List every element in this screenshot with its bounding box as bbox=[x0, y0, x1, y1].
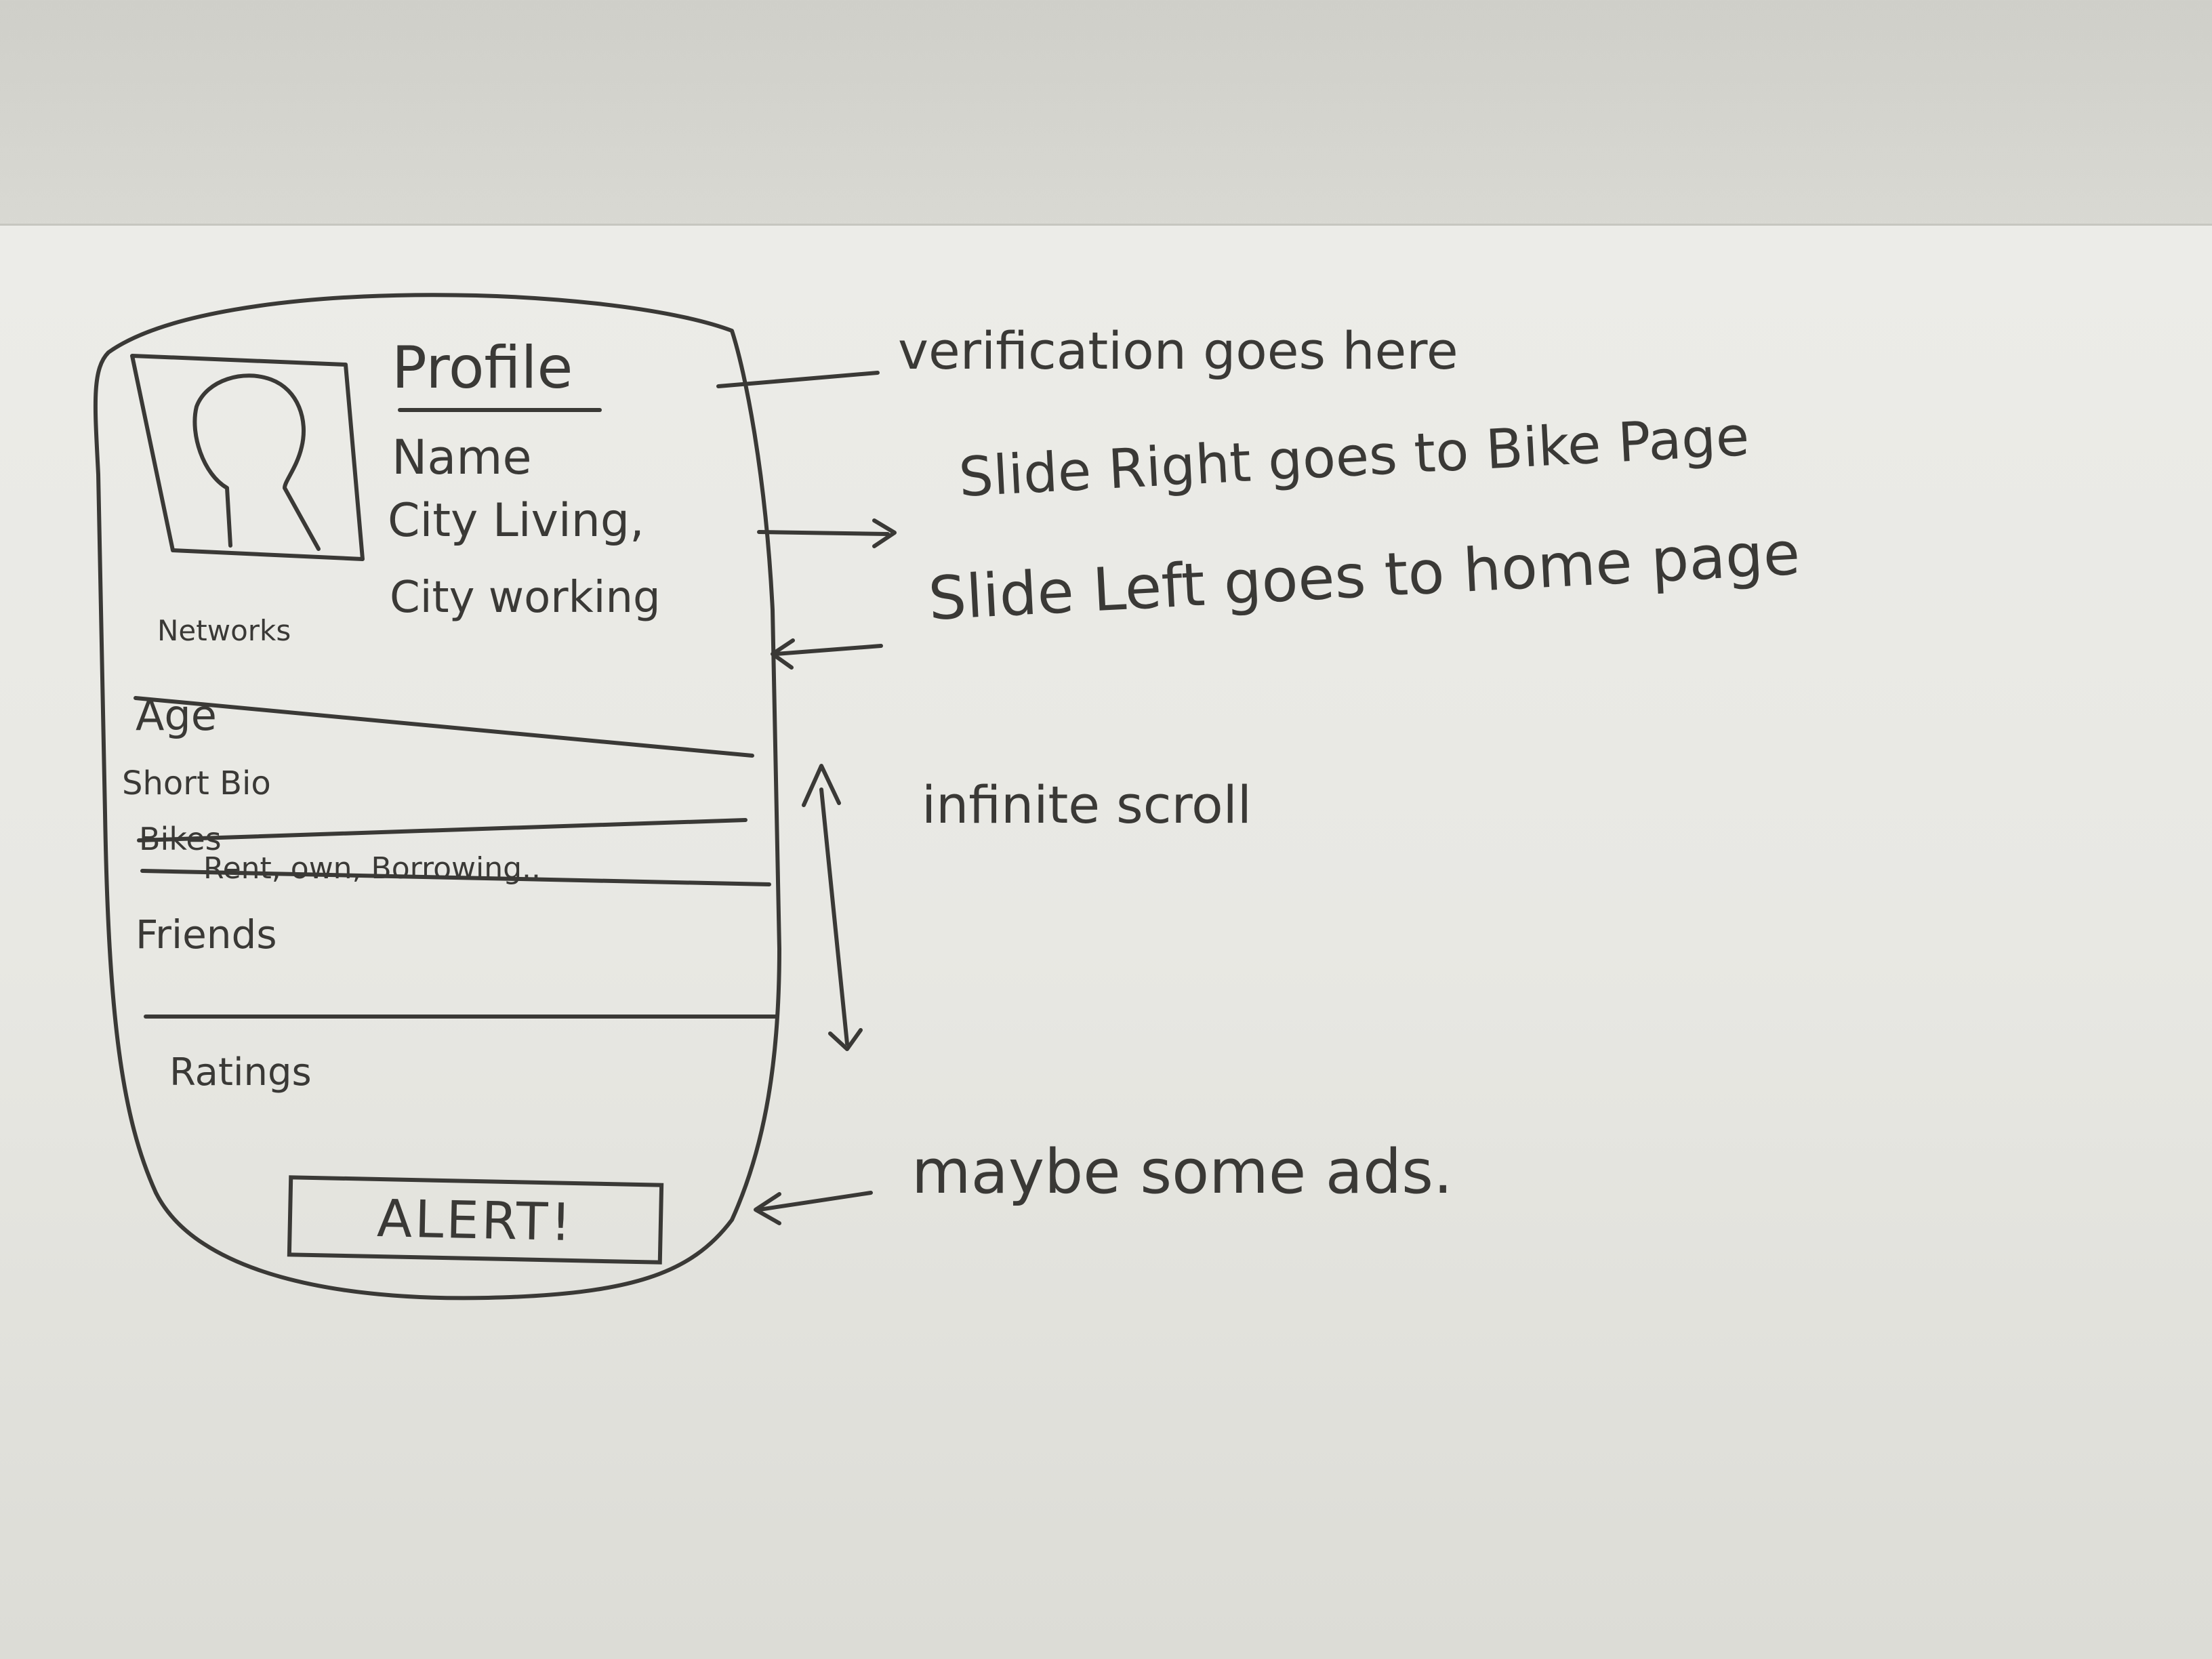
friends-label: Friends bbox=[136, 912, 277, 958]
bikes-detail: Rent, own, Borrowing.. bbox=[203, 851, 541, 886]
avatar-silhouette bbox=[192, 373, 321, 551]
avatar-frame bbox=[130, 354, 365, 561]
bikes-label: Bikes bbox=[139, 821, 222, 857]
age-label: Age bbox=[136, 691, 217, 740]
paper-sheet bbox=[0, 224, 2212, 1659]
profile-title: Profile bbox=[392, 334, 573, 402]
networks-label: Networks bbox=[157, 614, 291, 647]
city-living-label: City Living, bbox=[388, 494, 644, 548]
alert-button-label: ALERT! bbox=[376, 1187, 575, 1252]
phone-frame bbox=[93, 293, 781, 1300]
name-label: Name bbox=[392, 430, 532, 485]
annotation-verification: verification goes here bbox=[898, 321, 1458, 381]
alert-button[interactable]: ALERT! bbox=[287, 1175, 664, 1265]
annotation-infinite-scroll: infinite scroll bbox=[922, 775, 1252, 835]
short-bio-label: Short Bio bbox=[122, 764, 271, 802]
ratings-label: Ratings bbox=[169, 1050, 312, 1094]
city-working-label: City working bbox=[390, 573, 661, 623]
annotation-ads: maybe some ads. bbox=[912, 1136, 1453, 1208]
